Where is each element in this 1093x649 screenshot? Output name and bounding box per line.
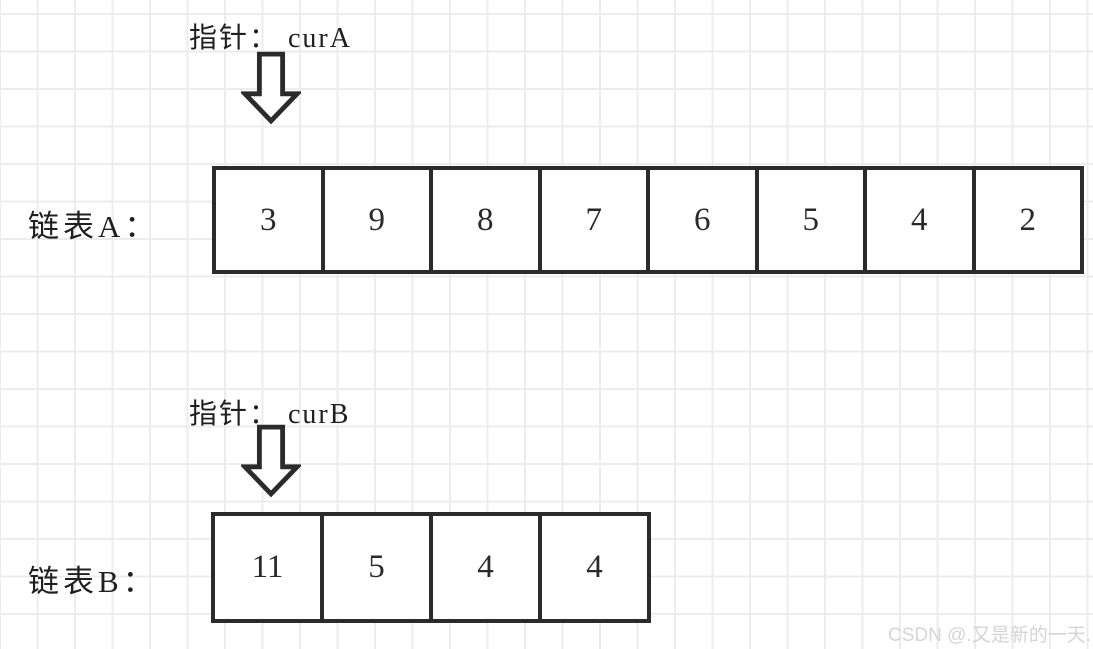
list-a-cell: 8 [429, 166, 542, 274]
list-b-cell: 5 [320, 512, 433, 623]
down-arrow-icon [241, 424, 301, 498]
list-a-cell: 6 [646, 166, 759, 274]
csdn-watermark: CSDN @.又是新的一天. [888, 625, 1091, 646]
list-a-cell: 9 [320, 166, 433, 274]
list-b-row: 11 5 4 4 [211, 512, 651, 623]
pointer-cura-label: 指针： curA [189, 23, 352, 54]
list-b-cell: 4 [429, 512, 542, 623]
list-a-cell: 2 [971, 166, 1084, 274]
list-b-cell: 11 [211, 512, 324, 623]
list-b-cell: 4 [538, 512, 651, 623]
list-a-cell: 4 [863, 166, 976, 274]
list-b-label: 链表B： [28, 564, 158, 599]
list-a-row: 3 9 8 7 6 5 4 2 [212, 166, 1084, 274]
list-a-cell: 7 [537, 166, 650, 274]
list-a-cell: 3 [212, 166, 325, 274]
down-arrow-icon [241, 51, 301, 125]
list-a-label: 链表A： [28, 209, 160, 244]
list-a-cell: 5 [754, 166, 867, 274]
